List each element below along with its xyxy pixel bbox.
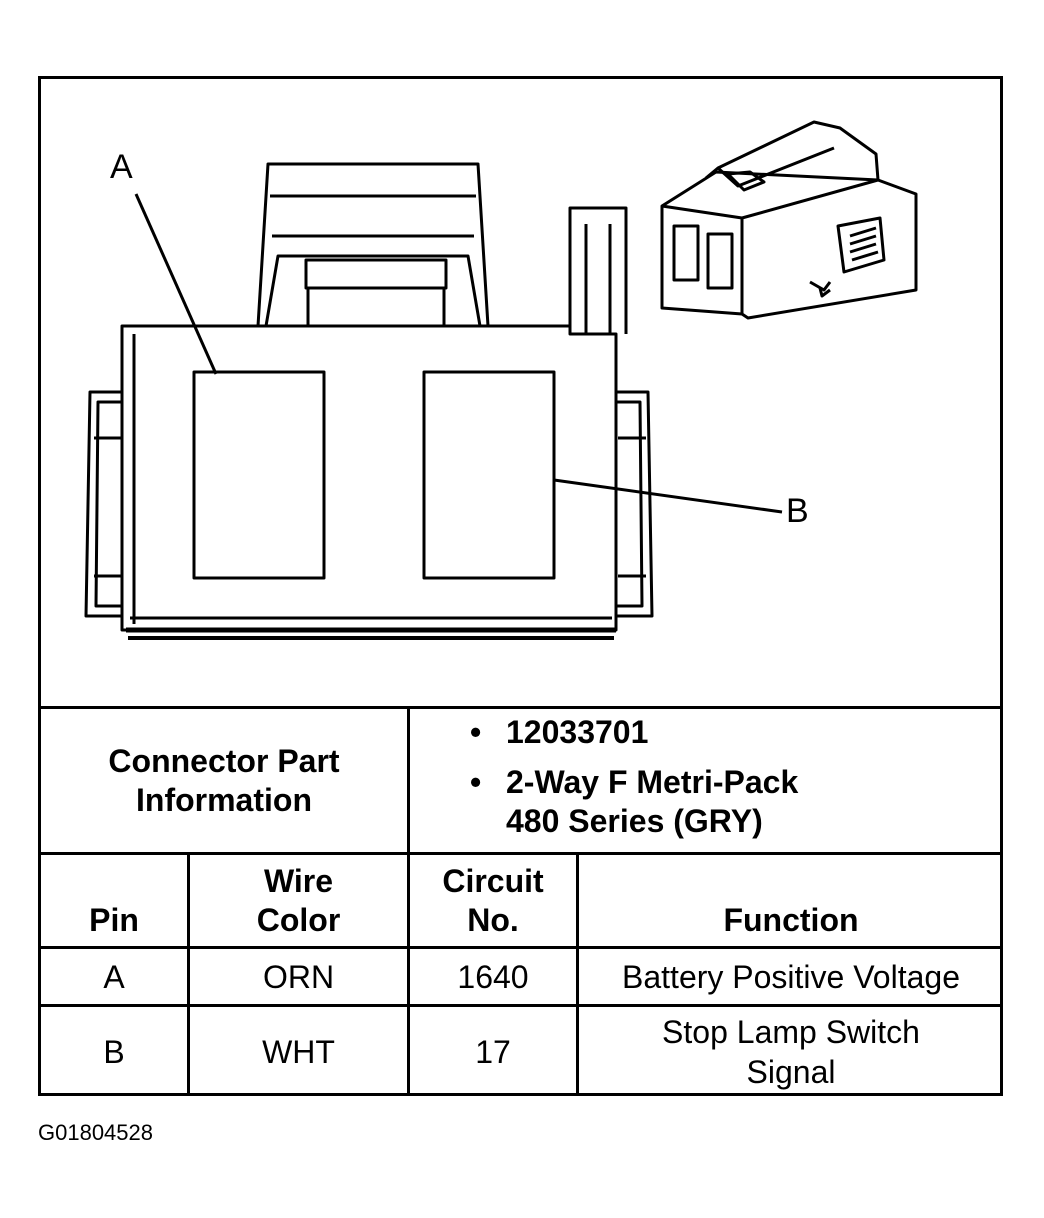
part-info-bottom-border [38,852,1003,855]
table-top-border [38,706,1003,709]
row-b-pin: B [103,1033,125,1070]
bullet-icon: • [470,714,482,750]
header-circuit-no: Circuit No. [442,862,544,938]
pin-cavity-a [192,370,326,580]
connector-illustration [84,120,918,640]
row-b-function: Stop Lamp Switch Signal [662,1013,920,1090]
connector-body [84,324,654,640]
diagram-frame [38,76,1003,1096]
header-wire-color: Wire Color [256,862,341,938]
row-b-wire-color: WHT [262,1033,335,1070]
connector-thumbnail [660,120,918,320]
part-info-divider [407,706,410,854]
row-a-pin: A [103,958,125,995]
part-info-label-line2: Information [136,781,312,818]
col-divider-2 [407,852,410,1096]
row-b-circuit: 17 [475,1033,511,1070]
col-divider-3 [576,852,579,1096]
part-number: 12033701 [506,714,649,750]
description-line2: 480 Series (GRY) [506,803,763,839]
connector-latch [256,162,490,327]
pin-cavity-b [422,370,556,580]
part-number-item: • 12033701 [470,713,798,752]
row-a-function: Battery Positive Voltage [622,958,960,995]
part-info-values: • 12033701 • 2-Way F Metri-Pack 480 Seri… [470,713,798,841]
part-info-label-line1: Connector Part [108,742,340,779]
col-divider-1 [187,852,190,1096]
figure-id: G01804528 [38,1120,153,1145]
row-a-wire-color: ORN [262,958,335,995]
leader-line-b [553,478,783,514]
header-function: Function [723,902,859,938]
header-pin: Pin [89,902,139,938]
row-a-bottom-border [38,1004,1003,1007]
part-info-label: Connector Part Information [41,709,407,852]
description-item: • 2-Way F Metri-Pack 480 Series (GRY) [470,763,798,841]
leader-line-a [134,193,218,375]
callout-label-a: A [110,148,133,186]
callout-label-b: B [786,492,809,530]
row-a-circuit: 1640 [457,958,529,995]
description-line1: 2-Way F Metri-Pack [506,764,799,800]
connector-tab [568,206,628,334]
header-bottom-border [38,946,1003,949]
bullet-icon: • [470,764,482,800]
